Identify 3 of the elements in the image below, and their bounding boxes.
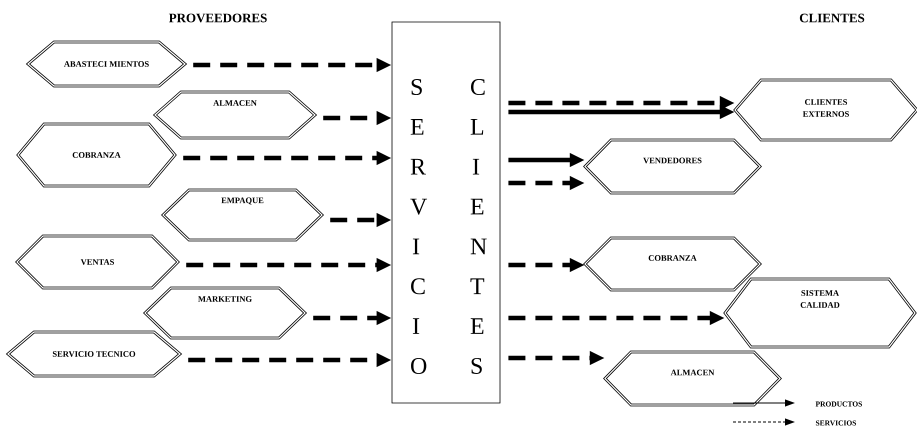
service-box: SERVICIO CLIENTES — [392, 22, 500, 404]
column-heading: CLIENTES — [800, 14, 864, 22]
column-heading: PROVEEDORES — [168, 14, 267, 22]
